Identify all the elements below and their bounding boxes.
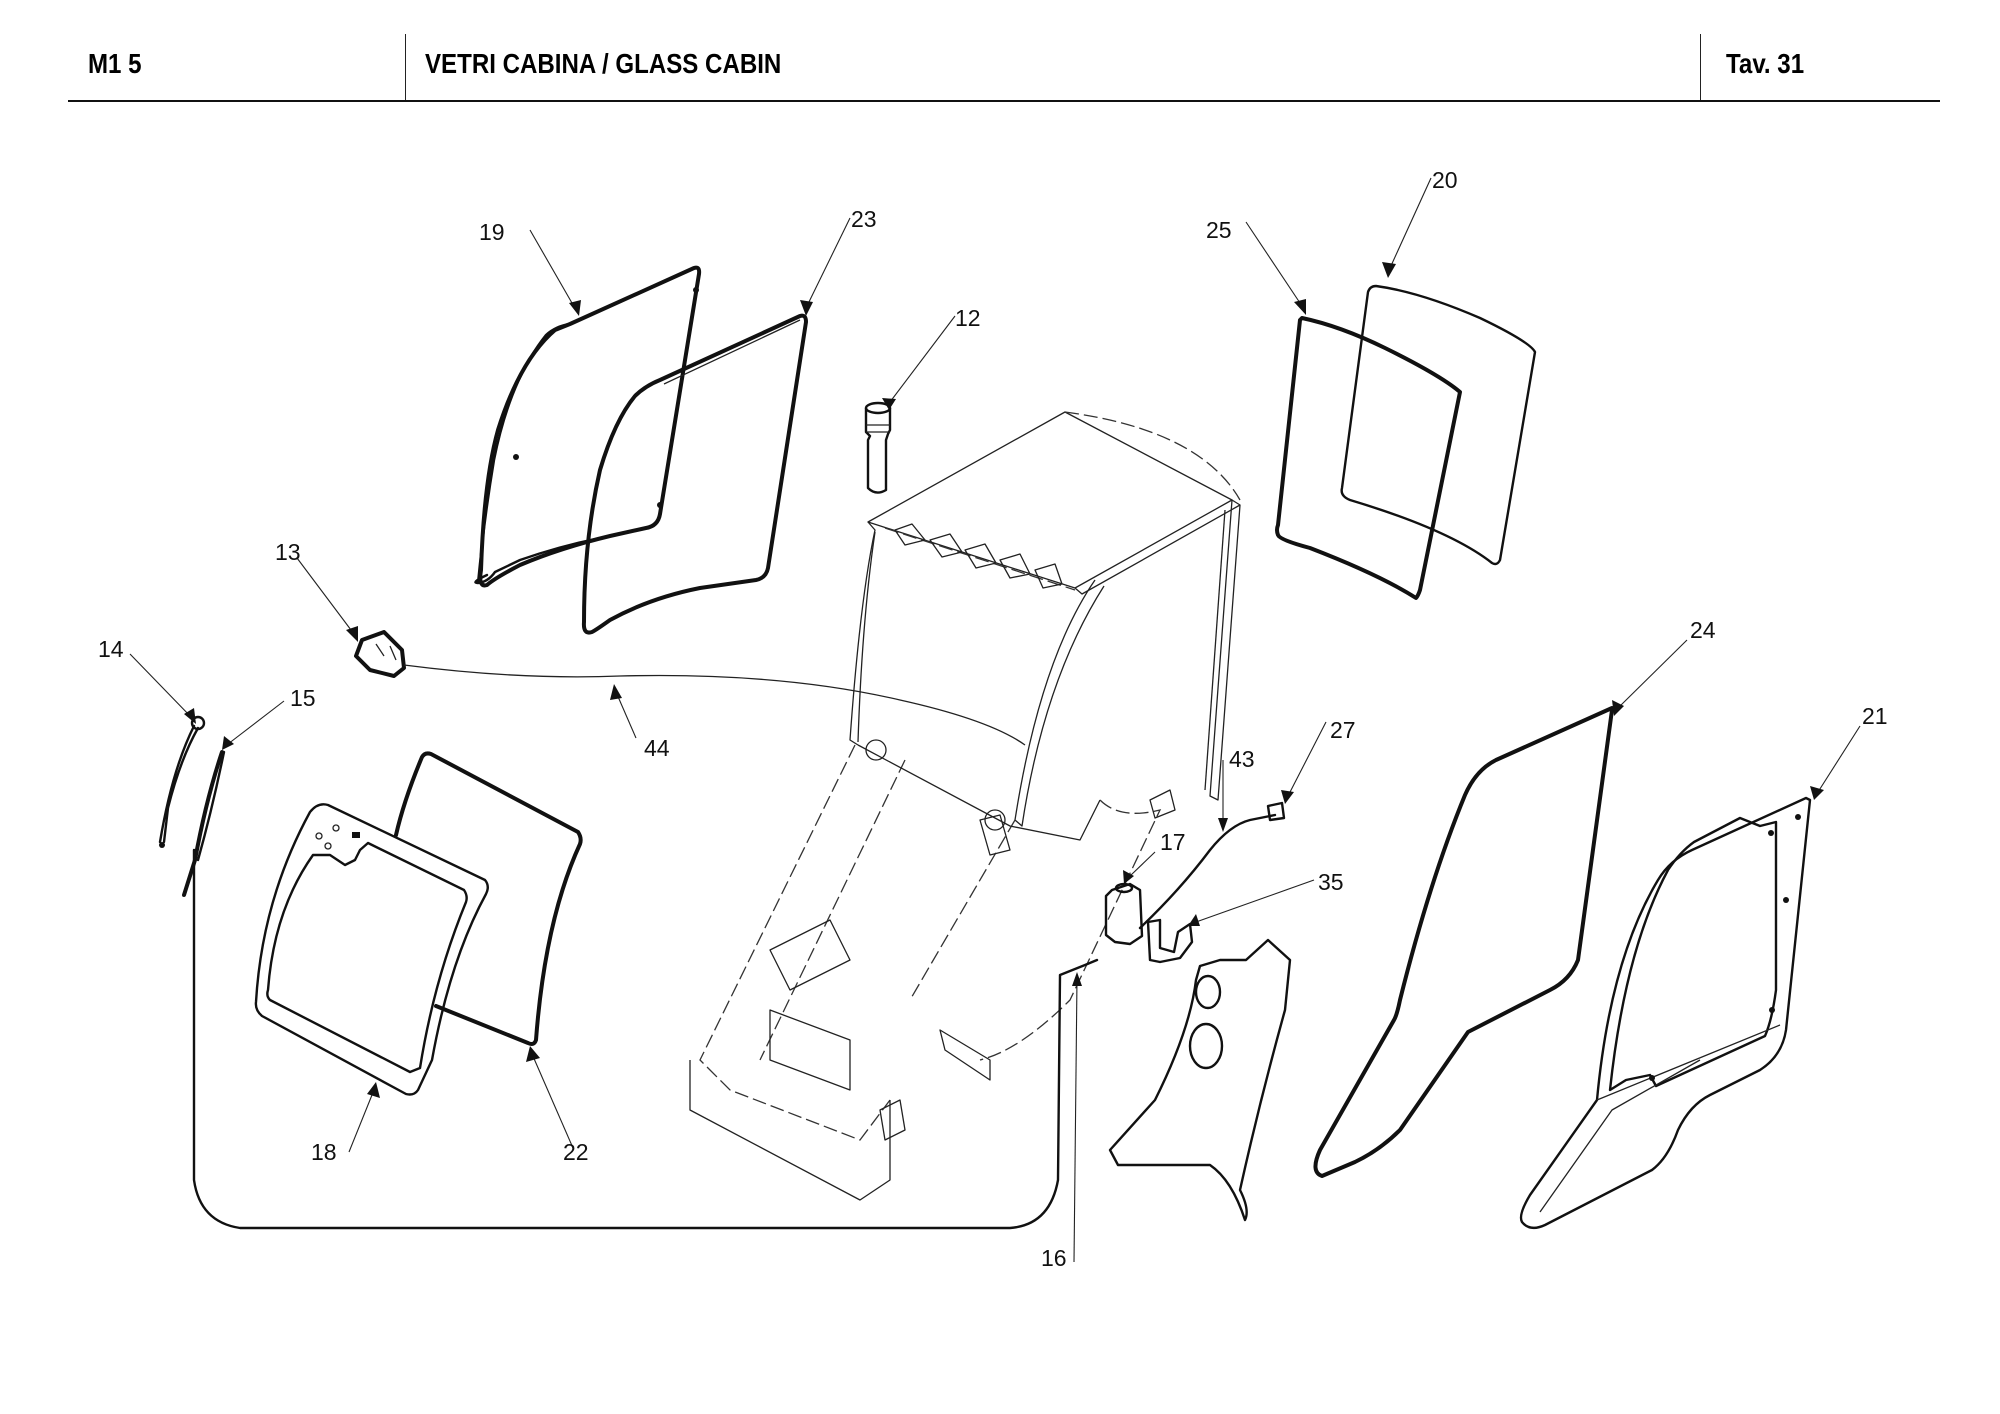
callout-15: 15 [290, 685, 316, 711]
leader-lines [129, 177, 1861, 1263]
part-12-cylinder [864, 401, 892, 494]
header-divider [1700, 34, 1701, 101]
callout-35: 35 [1318, 869, 1344, 895]
part-21-door-frame [1519, 796, 1812, 1230]
callout-27: 27 [1330, 717, 1356, 743]
page-header: M1 5 VETRI CABINA / GLASS CABIN Tav. 31 [0, 0, 2000, 104]
part-44-cable [403, 664, 1026, 746]
callout-16: 16 [1041, 1245, 1067, 1271]
part-18-frame [254, 803, 489, 1096]
part-16-hose [192, 848, 1099, 1230]
table-reference: Tav. 31 [1726, 48, 1805, 79]
callout-43: 43 [1229, 746, 1255, 772]
header-divider [405, 34, 406, 101]
part-23-seal [581, 313, 808, 635]
callout-14: 14 [98, 636, 124, 662]
cab-pillar [1108, 938, 1292, 1222]
part-15-wiper-blade [182, 750, 226, 897]
part-13-wiper-motor [354, 630, 406, 678]
callout-44: 44 [644, 735, 670, 761]
callout-20: 20 [1432, 167, 1458, 193]
part-35-bracket [1146, 918, 1194, 964]
page-title: VETRI CABINA / GLASS CABIN [425, 48, 782, 79]
callout-22: 22 [563, 1139, 589, 1165]
callout-18: 18 [311, 1139, 337, 1165]
callout-19: 19 [479, 219, 505, 245]
part-43-tube [1138, 813, 1277, 930]
part-27-nozzle [1266, 801, 1286, 822]
part-19-glass [474, 265, 702, 588]
header-rule [68, 100, 1940, 102]
callout-13: 13 [275, 539, 301, 565]
part-24-seal [1313, 706, 1614, 1178]
part-25-seal [1275, 316, 1462, 600]
callout-25: 25 [1206, 217, 1232, 243]
callout-23: 23 [851, 206, 877, 232]
callout-24: 24 [1690, 617, 1716, 643]
callout-21: 21 [1862, 703, 1888, 729]
part-22-glass [394, 751, 583, 1046]
callout-17: 17 [1160, 829, 1186, 855]
model-code: M1 5 [88, 48, 142, 79]
callout-labels: 19 23 12 25 20 13 14 15 44 43 27 17 35 1… [98, 167, 1888, 1271]
callout-12: 12 [955, 305, 981, 331]
cab-frame [689, 411, 1241, 1201]
part-14-wiper-arm [158, 715, 206, 848]
roof-vents [884, 523, 1076, 591]
part-20-glass [1340, 284, 1537, 566]
